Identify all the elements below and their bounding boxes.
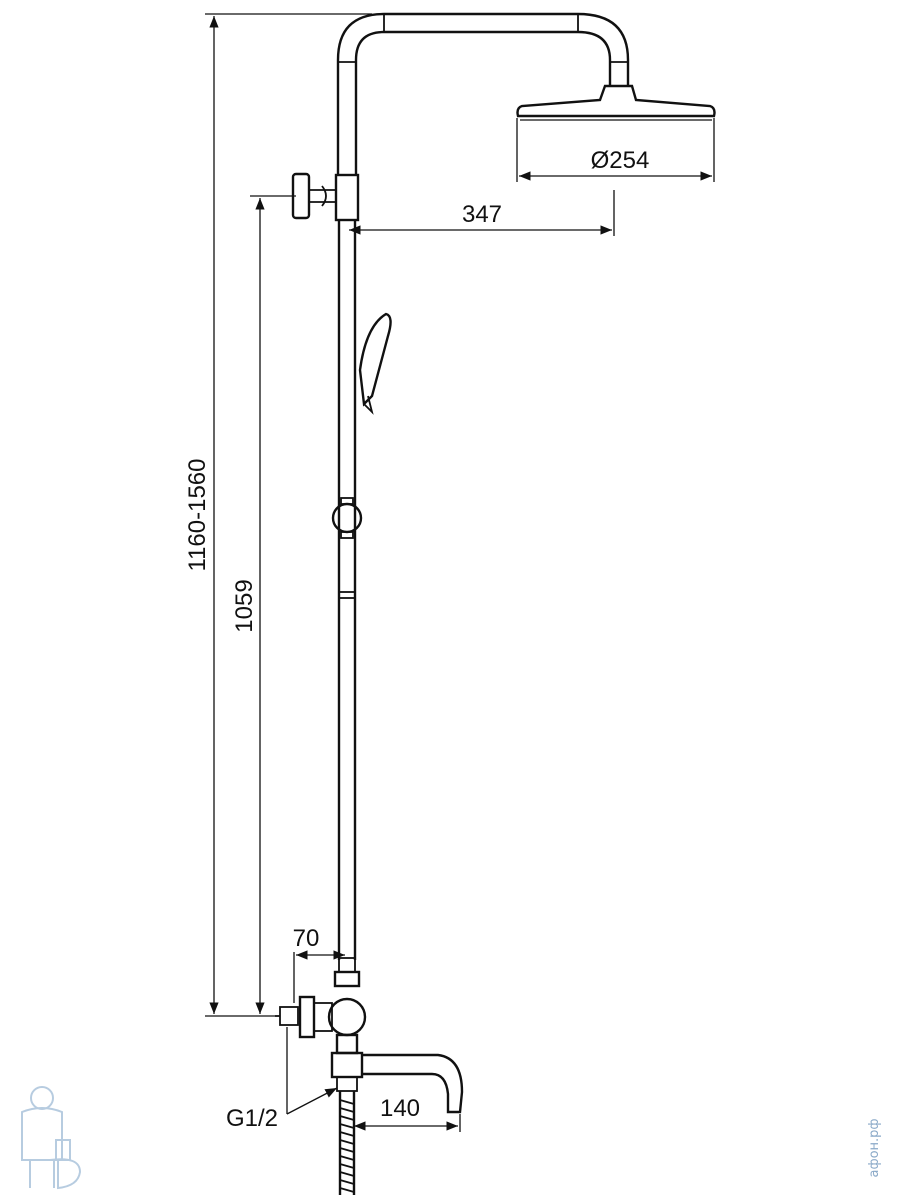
dimension-arm-reach-label: 347: [462, 201, 502, 228]
watermark-text: афон.рф: [867, 1118, 882, 1177]
dimension-mixer-height: 1059: [231, 195, 296, 1014]
thread-callout: G1/2: [226, 1027, 338, 1132]
slide-holder: [331, 497, 363, 539]
overhead-arm: [336, 12, 630, 86]
shower-hose: [338, 1091, 356, 1195]
dimension-mixer-height-label: 1059: [231, 579, 258, 632]
plumber-mascot-logo: [21, 1086, 82, 1190]
dimension-head-diameter: Ø254: [516, 118, 715, 182]
dimension-wall-offset: 70: [293, 925, 345, 1003]
bath-mixer: [275, 957, 464, 1114]
dimension-head-diameter-label: Ø254: [591, 147, 650, 174]
dimension-spout-length-label: 140: [380, 1095, 420, 1122]
hand-shower: [358, 312, 392, 415]
dimension-total-height: 1160-1560: [184, 13, 372, 1017]
dimension-wall-offset-label: 70: [293, 925, 320, 952]
dimension-arm-reach: 347: [349, 190, 615, 236]
top-diverter: [291, 172, 360, 222]
dimension-spout-length: 140: [354, 1095, 461, 1132]
thread-callout-label: G1/2: [226, 1105, 278, 1132]
dimension-total-height-label: 1160-1560: [184, 459, 211, 572]
shower-riser: [336, 60, 358, 960]
rain-shower-head: [516, 84, 716, 121]
